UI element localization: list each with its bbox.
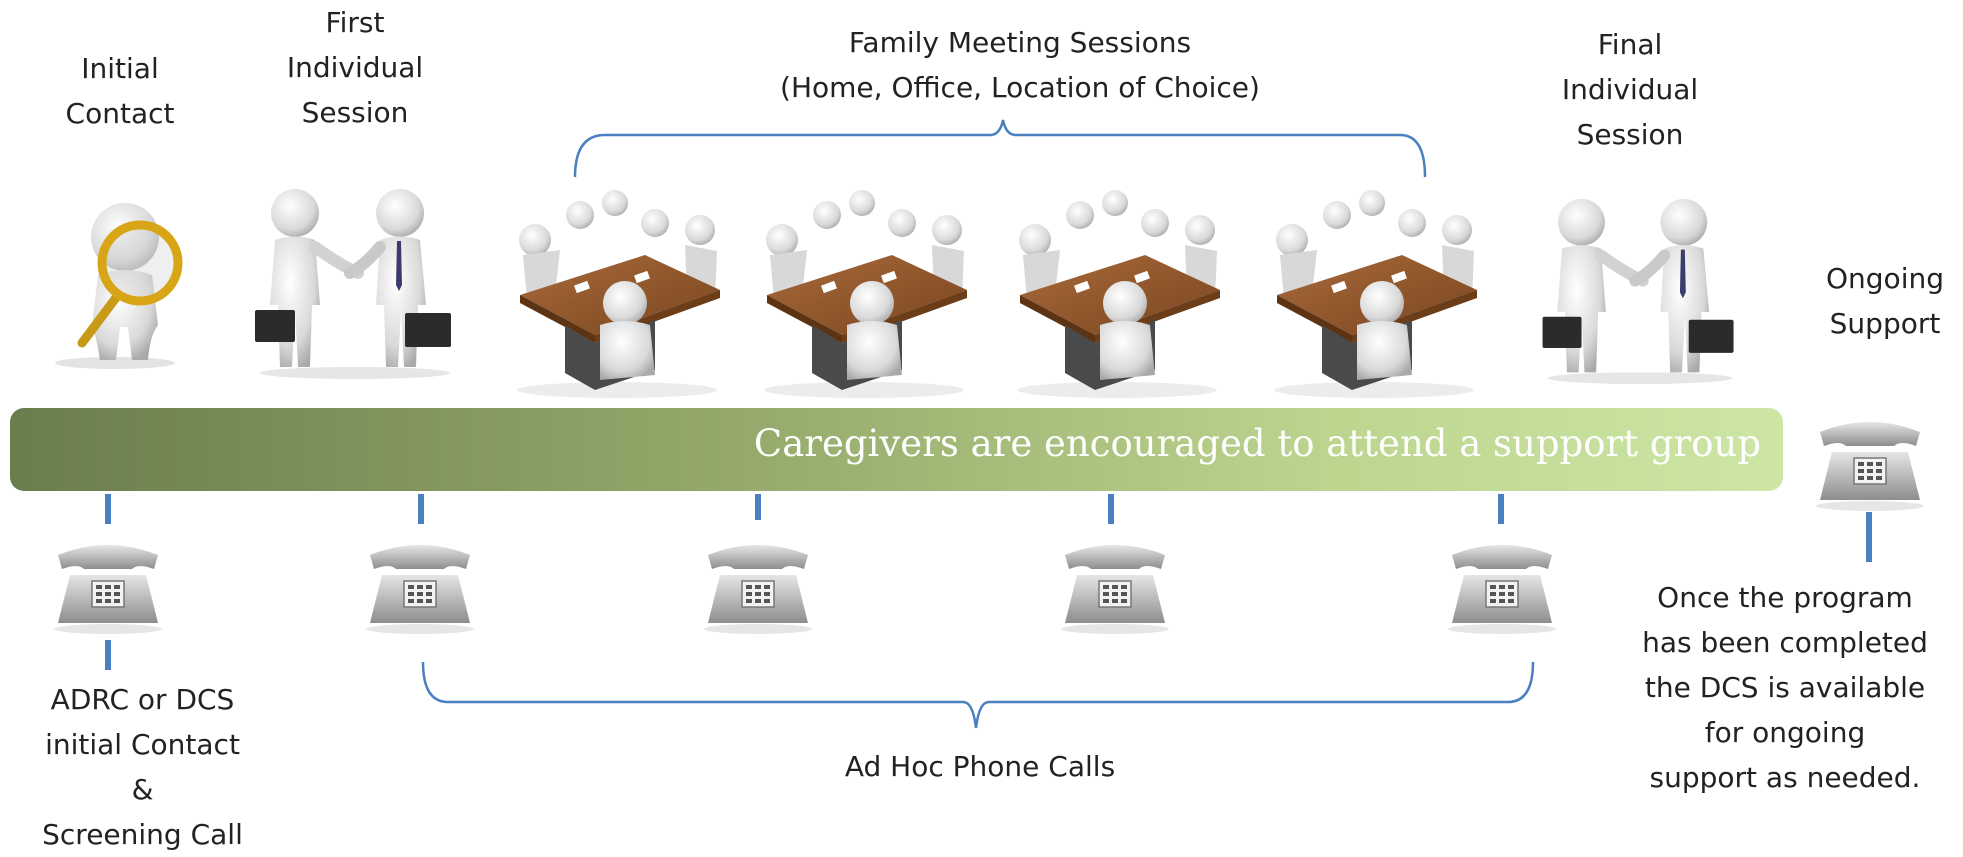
connector-tick <box>1866 512 1872 562</box>
telephone-icon <box>704 545 812 634</box>
connector-tick <box>418 494 424 524</box>
connector-tick <box>105 494 111 524</box>
connector-tick <box>1498 494 1504 524</box>
handshake-icon <box>1542 198 1734 385</box>
ad-hoc-phone-calls-label: Ad Hoc Phone Calls <box>844 750 1116 783</box>
screening-call-label: ADRC or DCS initial Contact & Screening … <box>42 683 243 851</box>
banner-text: Caregivers are encouraged to attend a su… <box>753 422 1761 465</box>
connector-tick <box>1108 494 1114 524</box>
stage-label-first-individual-session: First Individual Session <box>286 6 424 129</box>
telephone-icon <box>1448 545 1556 634</box>
ongoing-support-note: Once the program has been completed the … <box>1642 581 1928 794</box>
meeting-table-icon <box>1017 190 1220 398</box>
family-meetings-brace <box>573 119 1427 178</box>
stage-label-initial-contact: Initial Contact <box>65 52 175 130</box>
meeting-table-icon <box>764 190 967 398</box>
telephone-icon <box>1816 422 1924 511</box>
ad-hoc-calls-brace <box>421 661 1535 729</box>
stage-label-ongoing-support: Ongoing Support <box>1826 262 1944 340</box>
person-with-magnifying-glass-icon <box>55 203 183 369</box>
connector-tick <box>105 640 111 670</box>
stage-label-family-meeting-sessions: Family Meeting Sessions (Home, Office, L… <box>780 26 1260 104</box>
meeting-table-icon <box>1274 190 1477 398</box>
handshake-icon <box>255 189 451 379</box>
connector-tick <box>755 494 761 520</box>
telephone-icon <box>1061 545 1169 634</box>
meeting-table-icon <box>517 190 720 398</box>
stage-label-final-individual-session: Final Individual Session <box>1561 28 1699 151</box>
telephone-icon <box>366 545 474 634</box>
support-group-banner: Caregivers are encouraged to attend a su… <box>10 408 1783 491</box>
telephone-icon <box>54 545 162 634</box>
